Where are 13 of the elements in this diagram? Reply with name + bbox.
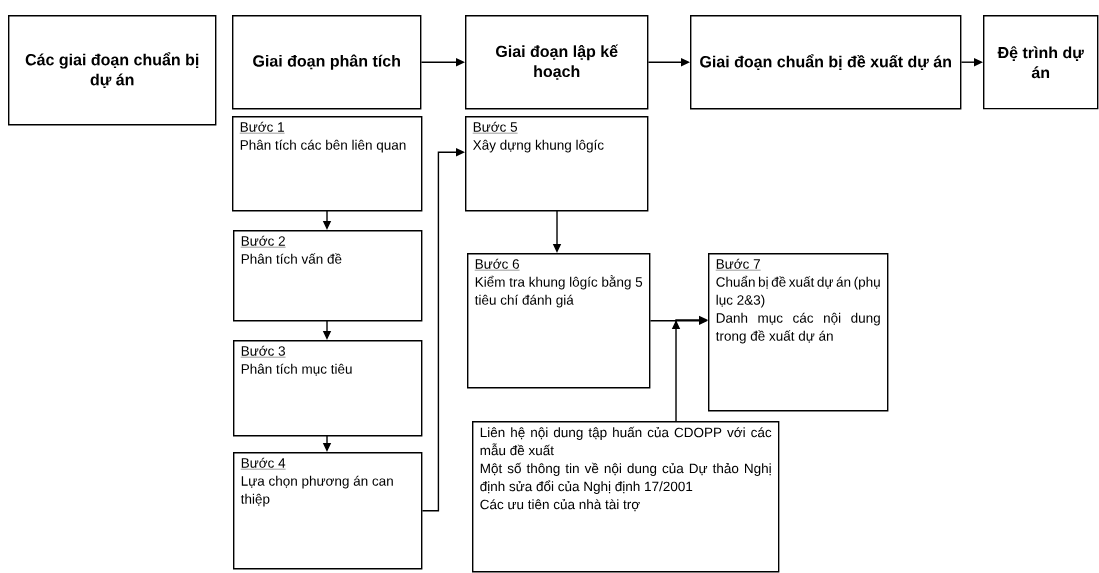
step-box: Bước 7 Chuẩn bị đề xuất dự án (phụ lục 2&3) Danh mục các nội dung trong đề xuất dự án — [708, 253, 889, 412]
step-box: Bước 5 Xây dựng khung lôgíc — [465, 116, 649, 212]
step-box: Bước 4 Lựa chọn phương án can thiệp — [233, 452, 423, 570]
stage-box: Các giai đoạn chuẩn bị dự án — [8, 15, 217, 126]
step-box: Bước 1 Phân tích các bên liên quan — [232, 116, 423, 212]
step-box: Bước 3 Phân tích mục tiêu — [233, 340, 423, 437]
stage-box: Đệ trình dự án — [983, 15, 1099, 110]
step-box: Bước 6 Kiểm tra khung lôgíc bằng 5 tiêu chí đánh giá — [467, 253, 651, 389]
note-box: Liên hệ nội dung tập huấn của CDOPP với các mẫu đề xuất Một số thông tin về nội dung của Dự thảo Nghị định sửa đổi của Nghị định 17/2001 Các ưu tiên của nhà tài trợ — [472, 421, 780, 573]
step-box: Bước 2 Phân tích vấn đề — [233, 230, 423, 322]
stage-box: Giai đoạn chuẩn bị đề xuất dự án — [690, 15, 962, 110]
stage-box: Giai đoạn lập kế hoạch — [465, 15, 649, 110]
stage-box: Giai đoạn phân tích — [232, 15, 422, 110]
